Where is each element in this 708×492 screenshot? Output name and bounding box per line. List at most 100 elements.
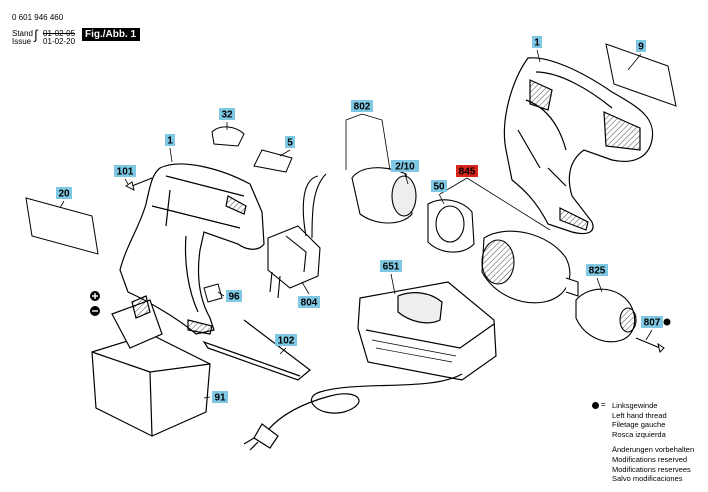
leader-line-c802 — [381, 119, 391, 171]
callout-text: 845 — [459, 167, 476, 178]
switch-cap-32 — [211, 126, 245, 147]
screw-807 — [635, 337, 665, 353]
modifications-note: Änderungen vorbehalten Modifications res… — [598, 445, 694, 483]
callout-651: 651 — [380, 260, 402, 273]
callout-text: 804 — [301, 298, 318, 309]
callout-text: 96 — [228, 292, 240, 303]
callout-802: 802 — [351, 100, 373, 113]
callout-825: 825 — [586, 264, 608, 277]
callout-text: 651 — [383, 262, 400, 273]
callout-845: 845 — [456, 165, 478, 178]
callout-text: 1 — [534, 38, 540, 49]
callout-1: 1 — [165, 134, 175, 147]
issue-label: Issue — [12, 37, 32, 46]
callout-804: 804 — [298, 296, 320, 309]
callout-32: 32 — [219, 108, 235, 121]
charger-cable — [243, 373, 463, 451]
callout-box — [431, 180, 447, 192]
callout-text: 91 — [214, 393, 226, 404]
callout-box — [641, 316, 663, 328]
callout-box — [219, 108, 235, 120]
leader-line-c825 — [596, 277, 603, 293]
lh-thread-en: Left hand thread — [612, 410, 667, 420]
callout-text: 5 — [287, 138, 293, 149]
notes-block: = Linksgewinde Left hand thread Filetage… — [592, 400, 694, 484]
callout-box — [212, 391, 228, 403]
mod-es: Salvo modificaciones — [612, 474, 683, 484]
label-plate-20 — [25, 197, 99, 255]
leader-line-c5 — [279, 149, 291, 157]
figure-label: Fig./Abb. 1 — [82, 28, 141, 41]
callout-text: 101 — [117, 167, 134, 178]
callout-5: 5 — [285, 136, 295, 149]
battery-91 — [91, 295, 211, 437]
callout-9: 9 — [636, 40, 646, 53]
callout-text: 802 — [354, 102, 371, 113]
callout-box — [56, 187, 72, 199]
issue-date: 01-02-20 — [43, 37, 76, 46]
callout-text: 807 — [644, 318, 661, 329]
callout-box — [165, 134, 175, 146]
callout-box — [226, 290, 242, 302]
leader-line-c807 — [645, 329, 653, 341]
polarity-symbols — [90, 291, 100, 316]
callout-box — [636, 40, 646, 52]
callout-101: 101 — [114, 165, 136, 178]
stand-label: Stand — [12, 29, 33, 38]
legend-equals: = — [601, 400, 606, 409]
mod-fr: Modifications reservees — [612, 464, 691, 474]
gearbox-845 — [481, 230, 579, 304]
lh-thread-es: Rosca izquierda — [612, 429, 666, 439]
callout-91: 91 — [212, 391, 228, 404]
callout-box — [391, 160, 419, 172]
callout-text: 32 — [221, 110, 233, 121]
leader-line-c102 — [279, 347, 287, 355]
leader-line-c20 — [59, 200, 65, 209]
callout-text: 50 — [433, 182, 445, 193]
housing-half-right — [503, 57, 654, 235]
leader-line-c210 — [404, 173, 409, 185]
lh-thread-fr: Filetage gauche — [612, 420, 666, 430]
callout-text: 1 — [167, 136, 173, 147]
callout-2-10: 2/10 — [391, 160, 419, 173]
leader-line-c651 — [390, 273, 396, 295]
leader-line-c96 — [217, 291, 225, 297]
ring-gear-50 — [427, 199, 475, 253]
stand-date: 01-02-05 — [43, 29, 76, 38]
screw-101 — [125, 177, 153, 191]
callout-box — [114, 165, 136, 177]
callout-text: 102 — [278, 336, 295, 347]
callout-102: 102 — [275, 334, 297, 347]
callout-text: 2/10 — [395, 162, 415, 173]
belt-clip-102 — [202, 319, 311, 381]
callout-text: 825 — [589, 266, 606, 277]
callout-text: 20 — [58, 189, 70, 200]
callout-20: 20 — [56, 187, 72, 200]
left-hand-thread-legend: = Linksgewinde Left hand thread Filetage… — [592, 400, 694, 439]
leader-line-c101 — [124, 178, 129, 185]
callout-box — [532, 36, 542, 48]
callout-box — [275, 334, 297, 346]
leader-line-c50 — [438, 193, 445, 205]
callout-box — [456, 165, 478, 177]
callout-1: 1 — [532, 36, 542, 49]
callout-box — [298, 296, 320, 308]
slider-5 — [253, 149, 293, 173]
callout-50: 50 — [431, 180, 447, 193]
chuck-825 — [575, 288, 637, 343]
switch-804 — [267, 225, 321, 299]
lh-thread-de: Linksgewinde — [612, 401, 658, 410]
leader-line-c804 — [301, 281, 310, 295]
terminal-96 — [203, 283, 223, 303]
label-plate-9 — [605, 43, 677, 107]
left-hand-thread-marker — [663, 318, 671, 326]
charger-651 — [357, 281, 497, 381]
left-hand-thread-dot-icon — [592, 402, 599, 409]
leader-line-c91 — [203, 396, 211, 399]
motor-802 — [302, 167, 417, 239]
leader-line-c845 — [466, 177, 551, 231]
mod-en: Modifications reserved — [612, 454, 688, 464]
leader-line-c1b — [169, 147, 173, 163]
